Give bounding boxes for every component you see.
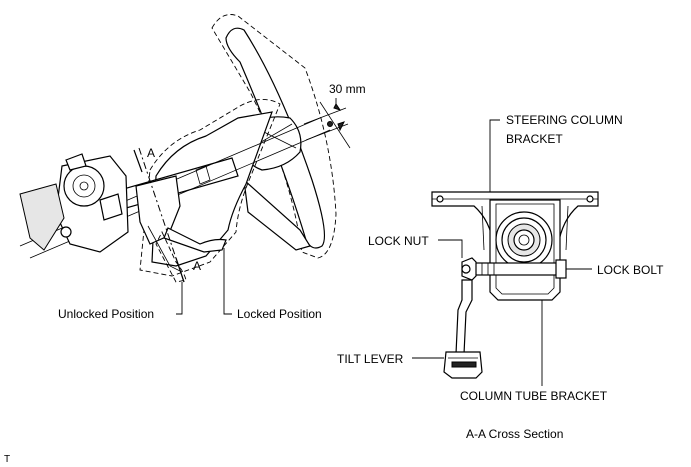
column-mounting-plate bbox=[19, 183, 65, 251]
lock-nut-label: LOCK NUT bbox=[368, 234, 429, 248]
section-mark-top: A bbox=[147, 146, 155, 160]
dimension-label: 30 mm bbox=[329, 82, 366, 96]
section-mark-bottom: A bbox=[193, 259, 201, 273]
steering-column-side-view: A A 30 mm Unlocked Position Locked Posit… bbox=[19, 14, 366, 321]
column-tube-bracket-label: COLUMN TUBE BRACKET bbox=[460, 389, 608, 403]
steering-column-bracket-label-line2: BRACKET bbox=[506, 132, 563, 146]
motor-housing bbox=[63, 165, 105, 207]
tilt-lever-unlocked bbox=[155, 230, 187, 283]
cross-section-caption: A-A Cross Section bbox=[466, 427, 563, 441]
tilt-lever-arm bbox=[455, 279, 473, 355]
cross-section-view: STEERING COLUMN BRACKET LOCK NUT LOCK BO… bbox=[337, 113, 664, 441]
section-line-a-a bbox=[138, 147, 185, 283]
lock-bolt bbox=[471, 262, 565, 276]
column-cover bbox=[151, 111, 273, 267]
tilt-lever-locked bbox=[163, 227, 227, 253]
steering-wheel-spoke bbox=[243, 178, 311, 251]
locked-position-label: Locked Position bbox=[237, 307, 322, 321]
steering-column-bracket-label-line1: STEERING COLUMN bbox=[506, 113, 623, 127]
lock-bolt-label: LOCK BOLT bbox=[597, 263, 664, 277]
tilt-lever-label: TILT LEVER bbox=[337, 352, 404, 366]
column-cover-tilt-outline bbox=[139, 99, 281, 277]
unlocked-position-label: Unlocked Position bbox=[58, 307, 154, 321]
footer-mark: T bbox=[4, 454, 10, 465]
